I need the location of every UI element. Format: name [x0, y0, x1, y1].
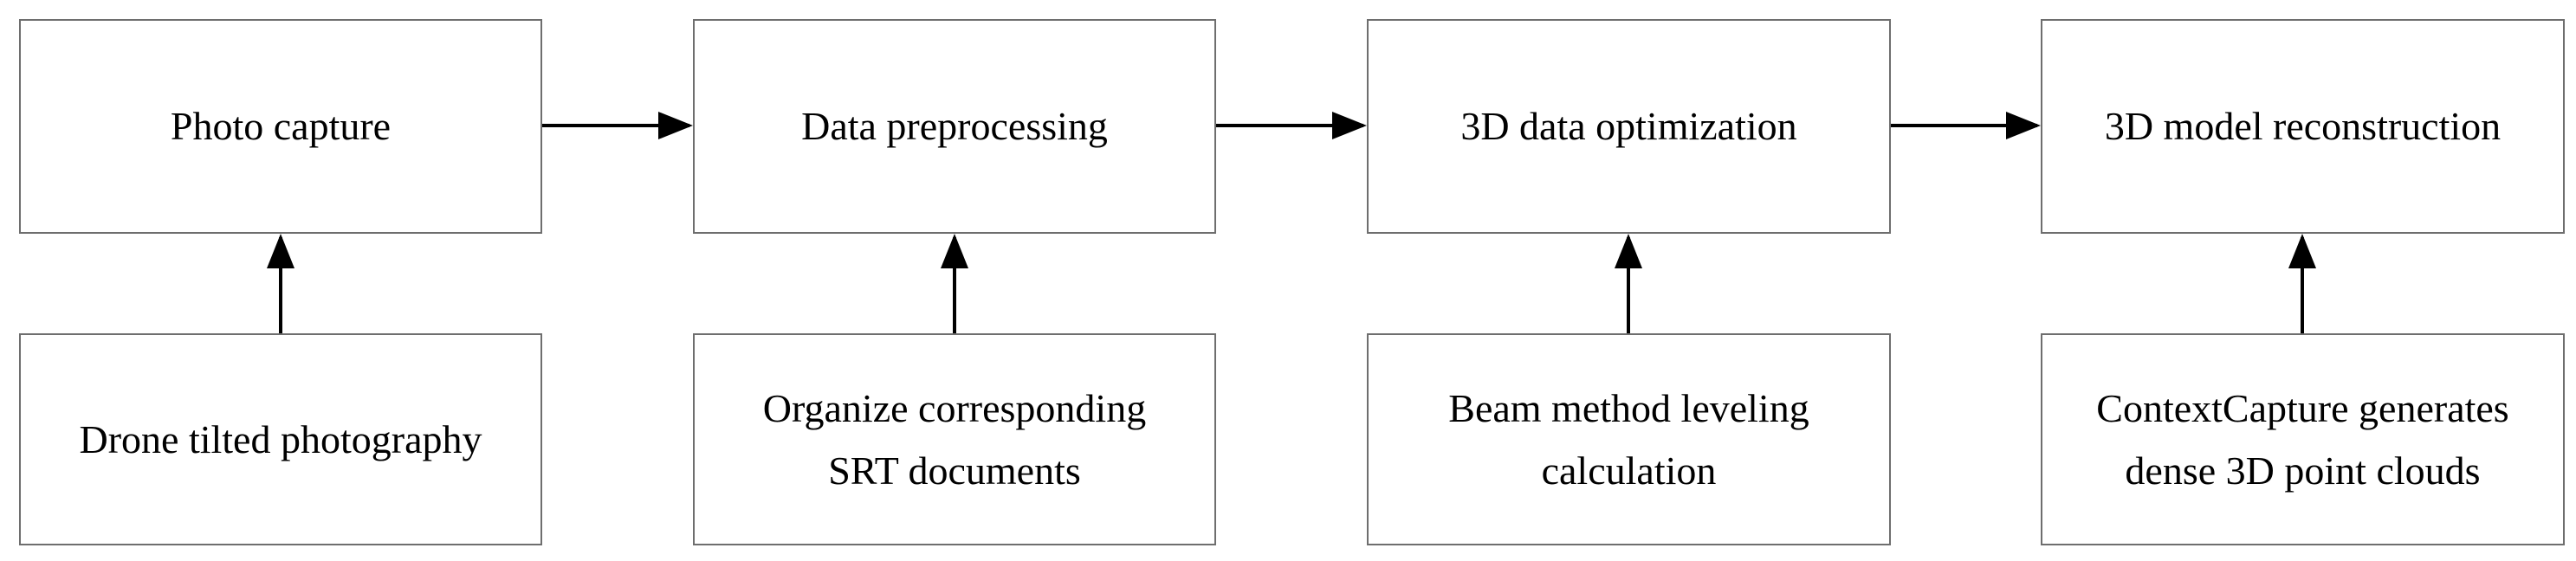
stage-3d-data-optimization: 3D data optimization [1367, 19, 1891, 234]
input-organize-srt-documents: Organize corresponding SRT documents [693, 333, 1216, 545]
input-beam-method-leveling: Beam method leveling calculation [1367, 333, 1891, 545]
input-contextcapture-point-clouds: ContextCapture generates dense 3D point … [2041, 333, 2565, 545]
input-contextcapture-point-clouds-label: ContextCapture generates dense 3D point … [2096, 386, 2509, 493]
stage-data-preprocessing: Data preprocessing [693, 19, 1216, 234]
input-beam-method-leveling-label: Beam method leveling calculation [1448, 386, 1809, 493]
stage-photo-capture: Photo capture [19, 19, 542, 234]
stage-data-preprocessing-label: Data preprocessing [801, 104, 1108, 149]
input-drone-tilted-photography: Drone tilted photography [19, 333, 542, 545]
stage-photo-capture-label: Photo capture [170, 104, 392, 149]
input-drone-tilted-photography-label: Drone tilted photography [79, 416, 482, 461]
stage-3d-model-reconstruction: 3D model reconstruction [2041, 19, 2565, 234]
stage-3d-model-reconstruction-label: 3D model reconstruction [2104, 104, 2502, 149]
stage-3d-data-optimization-label: 3D data optimization [1460, 104, 1797, 149]
input-organize-srt-documents-label: Organize corresponding SRT documents [762, 386, 1147, 493]
